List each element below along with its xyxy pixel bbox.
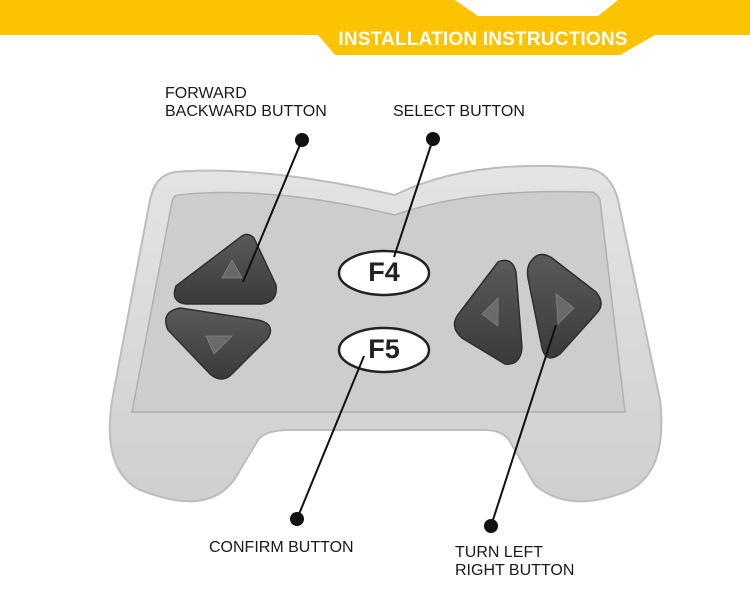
select-button-label: SELECT BUTTON [393, 103, 525, 120]
confirm-button-label: CONFIRM BUTTON [209, 539, 354, 556]
backward-button[interactable] [165, 307, 272, 380]
right-button-text: RIGHT BUTTON [455, 562, 575, 579]
turn-right-button[interactable] [526, 253, 602, 359]
f4-button[interactable] [337, 249, 431, 297]
turn-left-button[interactable] [453, 259, 523, 365]
turn-left-right-label: TURN LEFT RIGHT BUTTON [455, 544, 574, 580]
f4-label: F4 [368, 257, 400, 287]
f5-label: F5 [368, 334, 400, 364]
forward-button[interactable] [173, 233, 277, 305]
backward-button-text: BACKWARD BUTTON [165, 103, 327, 120]
down-arrow-icon [205, 335, 233, 355]
forward-backward-label: FORWARD BACKWARD BUTTON [165, 85, 327, 121]
right-arrow-icon [555, 293, 575, 325]
turn-left-text: TURN LEFT [455, 544, 543, 561]
left-arrow-icon [481, 297, 499, 327]
forward-text: FORWARD [165, 85, 247, 102]
up-arrow-icon [221, 259, 243, 279]
leader-lines [242, 132, 557, 533]
banner-title: INSTALLATION INSTRUCTIONS [338, 29, 628, 50]
header-banner [0, 0, 750, 55]
